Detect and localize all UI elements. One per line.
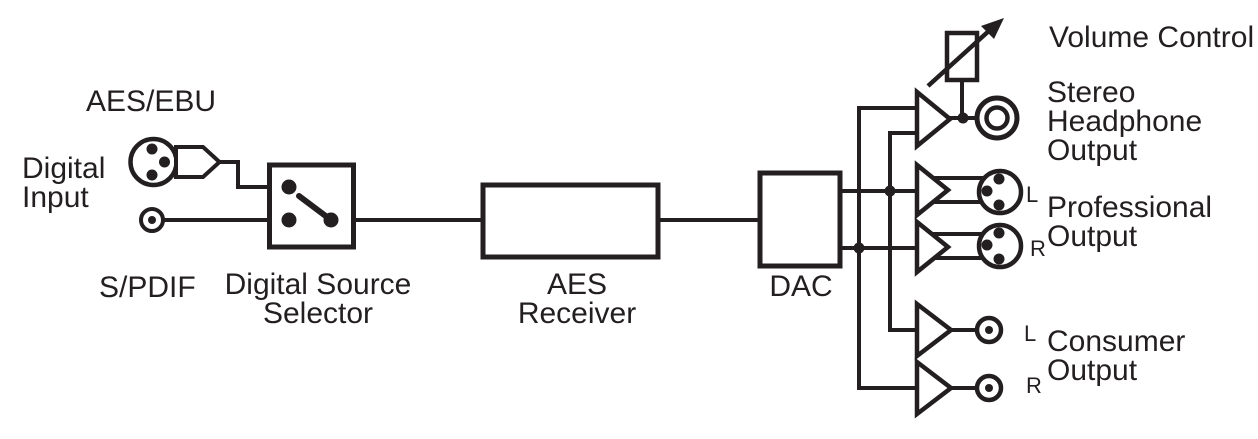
xlr-output-pin (981, 185, 993, 197)
consumer-output-label: Consumer Output (1047, 325, 1186, 387)
professional-output-label: Professional Output (1047, 191, 1213, 253)
professional-right-channel-label: R (1030, 236, 1046, 261)
professional-l-amp-icon (914, 160, 952, 220)
xlr-input-pin (146, 143, 158, 155)
consumer-l-amp-icon (914, 299, 955, 361)
digital-input-label-line1: Digital (22, 152, 106, 185)
professional-r-amp-icon (914, 217, 952, 277)
xlr-input-plug (174, 145, 223, 179)
rca-output-r-icon (974, 373, 1004, 403)
headphone-jack-inner-ring (984, 105, 1010, 131)
volume-control-icon (926, 18, 1004, 88)
professional-label-line1: Professional (1047, 191, 1213, 224)
volume-resistor-body (944, 30, 980, 83)
xlr-output-pin (981, 239, 993, 251)
selector-label-line2: Selector (262, 297, 374, 330)
aes-ebu-label: AES/EBU (86, 85, 217, 118)
xlr-output-pin (993, 227, 1005, 239)
xlr-output-pin (993, 199, 1005, 211)
headphone-label-line1: Stereo (1047, 76, 1136, 109)
receiver-label-line1: AES (546, 268, 608, 301)
volume-control-label: Volume Control (1049, 21, 1255, 54)
xlr-output-shell (976, 168, 1024, 216)
consumer-right-channel-label: R (1026, 373, 1042, 398)
xlr-input-pin (159, 156, 170, 168)
junction-dot (853, 242, 865, 254)
volume-arrow-shaft (926, 27, 993, 88)
receiver-label: AES Receiver (457, 268, 697, 330)
wire-aes-to-selector (219, 160, 289, 189)
aes-xlr-input-icon (128, 136, 223, 188)
aes-receiver-box (480, 182, 661, 260)
rca-input-pin (148, 216, 156, 224)
headphone-amp-icon (914, 87, 954, 151)
dac-box (757, 170, 843, 269)
digital-input-label-line2: Input (22, 181, 89, 214)
rca-output-pin (985, 326, 993, 334)
headphone-label-line2: Headphone (1047, 105, 1203, 138)
xlr-output-pin (993, 253, 1005, 265)
headphone-output-label: Stereo Headphone Output (1047, 76, 1203, 167)
xlr-output-r-icon (976, 222, 1024, 270)
consumer-label-line1: Consumer (1047, 325, 1186, 358)
professional-label-line2: Output (1047, 220, 1138, 253)
selector-label-line1: Digital Source (224, 268, 412, 301)
spdif-label: S/PDIF (99, 271, 196, 304)
headphone-label-line3: Output (1047, 134, 1138, 167)
digital-input-label: Digital Input (22, 152, 106, 214)
bus-left-channel (888, 131, 917, 332)
xlr-output-l-icon (976, 168, 1024, 216)
headphone-jack-outer-ring (974, 95, 1020, 141)
consumer-left-channel-label: L (1024, 321, 1037, 346)
receiver-label-line2: Receiver (517, 297, 637, 330)
professional-left-channel-label: L (1026, 182, 1039, 207)
dac-label: DAC (769, 270, 833, 303)
consumer-label-line2: Output (1047, 354, 1138, 387)
digital-source-selector-block (267, 162, 356, 250)
junction-dot (957, 112, 969, 124)
xlr-output-shell (976, 222, 1024, 270)
rca-output-pin (985, 384, 993, 392)
switch-contact-aes (281, 179, 297, 195)
rca-output-l-icon (974, 315, 1004, 345)
spdif-rca-input-icon (139, 207, 165, 233)
junction-dot (884, 185, 896, 197)
selector-label: Digital Source Selector (198, 268, 438, 330)
headphone-jack-icon (974, 95, 1020, 141)
volume-arrow-head (981, 18, 1004, 39)
consumer-r-amp-icon (914, 357, 955, 419)
xlr-output-pin (993, 173, 1005, 185)
amplifiers (914, 87, 955, 419)
switch-lever-icon (296, 193, 334, 223)
xlr-input-pin (146, 169, 158, 181)
switch-contact-spdif (281, 212, 297, 228)
